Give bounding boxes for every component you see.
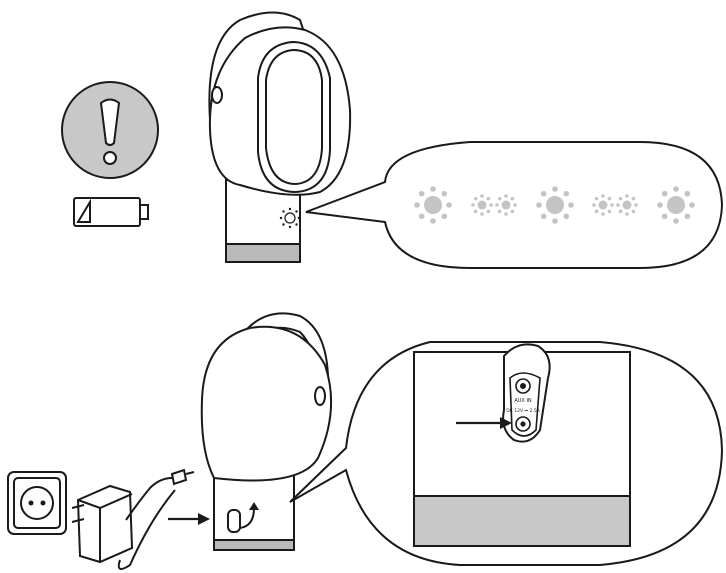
- exclamation-icon: [99, 98, 121, 165]
- battery-low-icon: [73, 197, 149, 227]
- led-indicator: [279, 207, 301, 229]
- led-large-glow: [414, 186, 452, 224]
- speaker-grille: [257, 40, 331, 194]
- dc-in-label: DC 12V ⎓ 2.5A: [506, 408, 540, 414]
- led-large-glow: [657, 186, 695, 224]
- rear-panel-closeup: AUX IN DC 12V ⎓ 2.5A: [413, 343, 631, 547]
- rotate-arrow-icon: [239, 507, 255, 529]
- dc-in-port: DC 12V ⎓ 2.5A: [506, 408, 541, 432]
- power-adapter: [71, 468, 195, 570]
- closeup-base-band: [413, 495, 631, 547]
- low-battery-warning: [61, 81, 159, 227]
- speaker-rear-view: [200, 312, 333, 551]
- led-small-glow-pair: [592, 194, 638, 216]
- led-large-glow: [536, 186, 574, 224]
- power-cable: [117, 477, 176, 570]
- aux-in-port: AUX IN: [514, 378, 532, 404]
- speaker-base-band: [225, 243, 301, 263]
- aux-in-label: AUX IN: [514, 398, 532, 404]
- speaker-side-view: [208, 11, 352, 263]
- arrow-right-icon: [456, 417, 512, 429]
- led-small-glow-pair: [471, 194, 517, 216]
- wall-socket: [7, 471, 67, 535]
- speaker-body: [200, 325, 333, 482]
- speaker-base-band: [213, 539, 295, 551]
- rear-port: [227, 509, 241, 533]
- led-blink-sequence: [414, 186, 695, 224]
- arrow-right-icon: [168, 513, 210, 525]
